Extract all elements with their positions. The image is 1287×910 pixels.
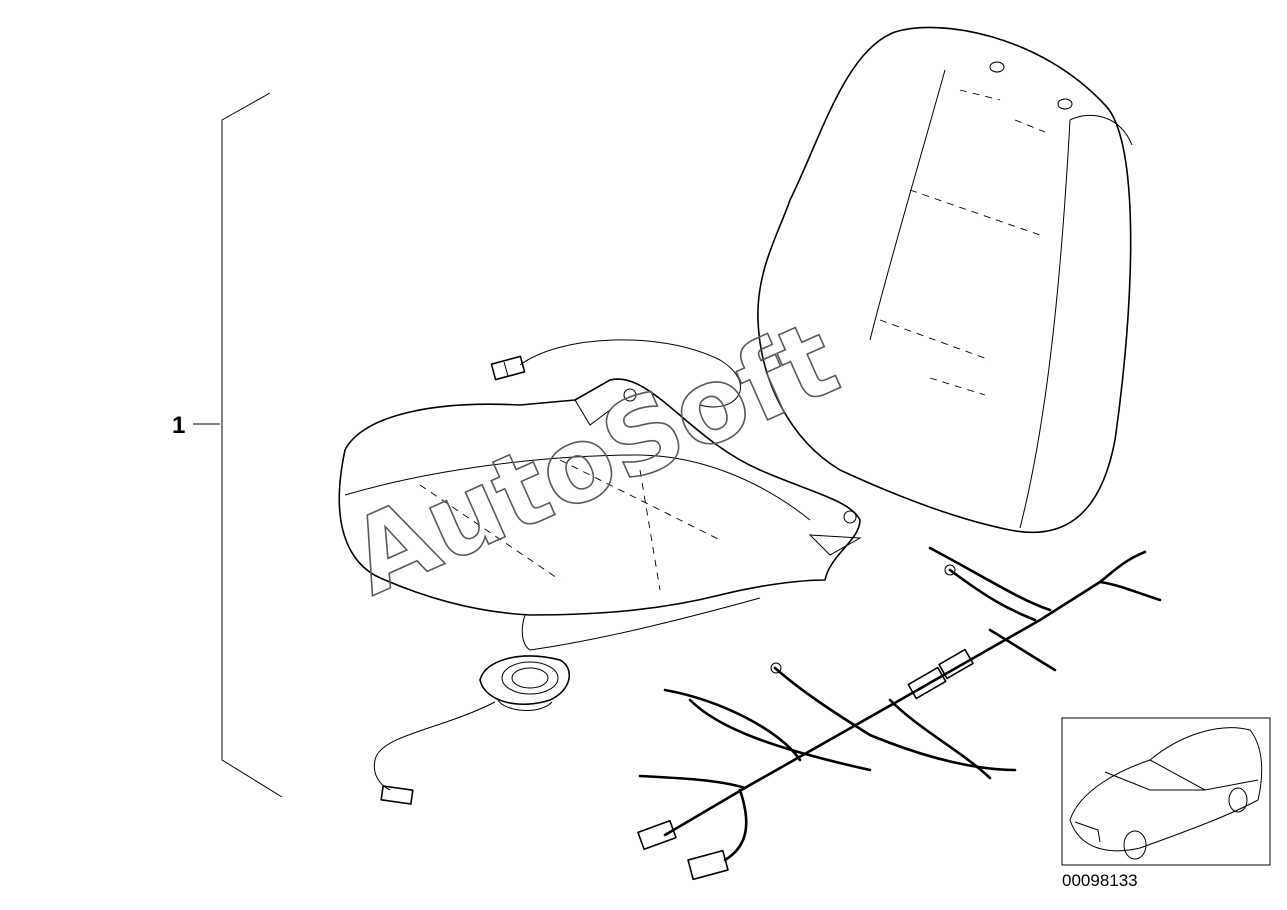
wiring-harness [637, 546, 1162, 881]
car-icon [1069, 727, 1263, 860]
watermark-text: AutoSoft [333, 297, 855, 619]
assembly-bracket [193, 92, 283, 798]
seat-cushion [338, 378, 862, 651]
callout-label: 1 [172, 412, 185, 439]
reference-number: 00098133 [1062, 871, 1138, 890]
seat-heating-pad-connector [490, 339, 741, 408]
seat-backrest [757, 26, 1133, 534]
ventilation-fan [373, 655, 571, 805]
vehicle-thumbnail [1061, 717, 1271, 866]
